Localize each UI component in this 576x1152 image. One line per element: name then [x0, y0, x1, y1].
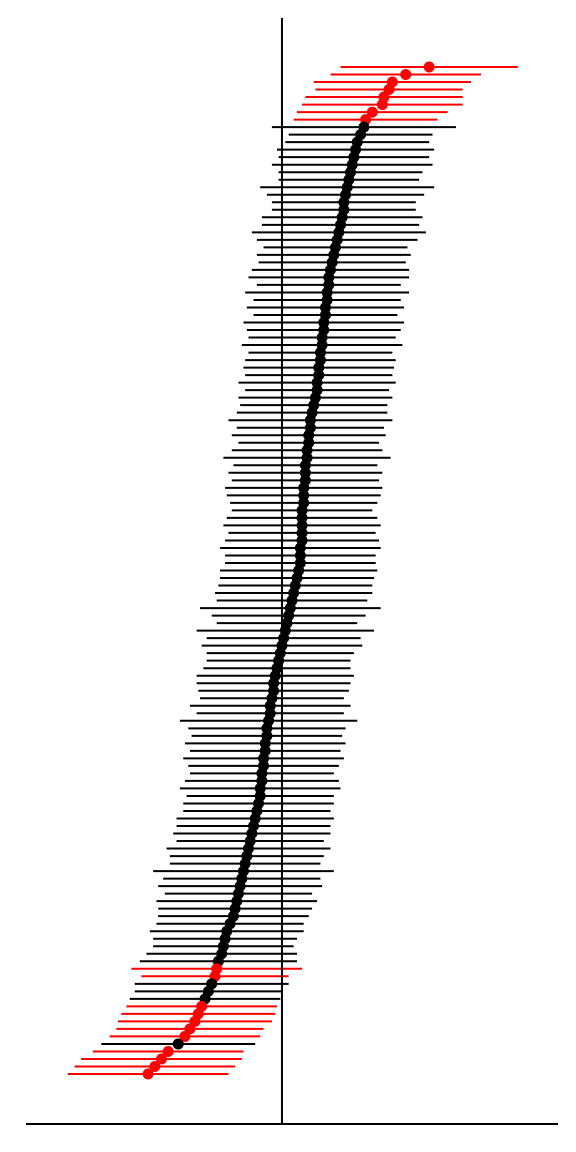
point-estimate-39 [314, 347, 326, 359]
point-estimate-37 [316, 332, 328, 344]
point-estimate-57 [298, 482, 310, 494]
axes [26, 18, 558, 1125]
point-estimate-132 [162, 1045, 174, 1057]
point-estimate-2 [400, 69, 412, 81]
point-estimate-133 [156, 1053, 168, 1065]
point-estimate-95 [256, 767, 268, 779]
point-estimate-134 [149, 1060, 161, 1072]
point-estimate-1 [423, 61, 435, 73]
point-estimate-52 [301, 444, 313, 456]
point-estimate-50 [303, 429, 315, 441]
point-estimate-93 [258, 752, 270, 764]
point-estimate-83 [268, 677, 280, 689]
point-estimates [142, 61, 435, 1080]
point-estimate-97 [254, 782, 266, 794]
point-estimate-48 [304, 414, 316, 426]
point-estimate-43 [311, 377, 323, 389]
point-estimate-65 [294, 542, 306, 554]
point-estimate-62 [296, 519, 308, 531]
point-estimate-130 [179, 1030, 191, 1042]
point-estimate-60 [296, 504, 308, 516]
confidence-intervals [67, 66, 518, 1075]
point-estimate-66 [294, 549, 306, 561]
point-estimate-63 [296, 527, 308, 539]
point-estimate-86 [264, 700, 276, 712]
point-estimate-41 [313, 362, 325, 374]
point-estimate-89 [261, 722, 273, 734]
point-estimate-7 [366, 106, 378, 118]
point-estimate-131 [172, 1038, 184, 1050]
point-estimate-55 [299, 467, 311, 479]
point-estimate-135 [142, 1068, 154, 1080]
point-estimate-58 [298, 489, 310, 501]
point-estimate-19 [338, 196, 350, 208]
point-estimate-54 [299, 459, 311, 471]
point-estimate-91 [259, 737, 271, 749]
point-estimate-29 [323, 271, 335, 283]
point-estimate-6 [376, 99, 388, 111]
point-estimate-35 [318, 317, 330, 329]
point-estimate-31 [321, 286, 333, 298]
point-estimate-61 [296, 512, 308, 524]
point-estimate-33 [319, 301, 331, 313]
